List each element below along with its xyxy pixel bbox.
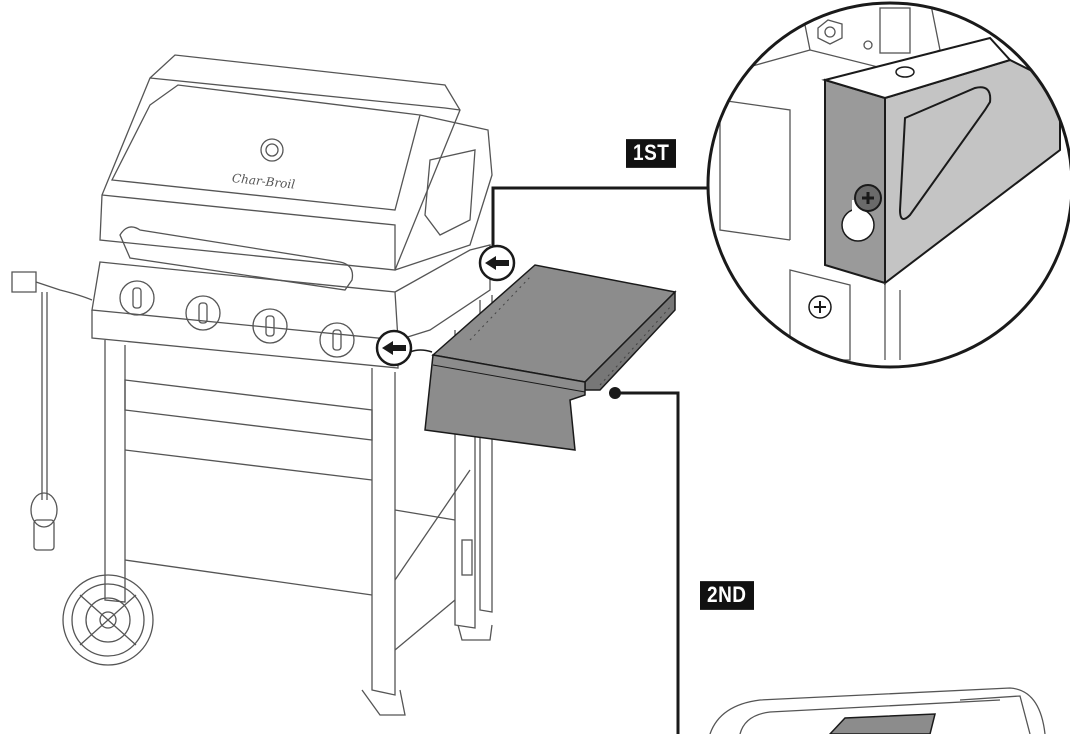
grill: Char-Broil (11, 54, 493, 716)
step-label-second: 2ND (700, 581, 754, 610)
nut-icon (817, 19, 843, 45)
leader-lines (491, 186, 708, 734)
wheel (62, 574, 154, 666)
side-shelf (424, 264, 677, 451)
thermometer-icon (260, 138, 284, 162)
arrow-left-icon (382, 341, 406, 355)
grill-lid: Char-Broil (99, 54, 493, 291)
arrow-left-icon (485, 256, 509, 270)
knob-icon (185, 295, 221, 331)
cart (104, 295, 493, 716)
detail-view-first (706, 1, 1070, 369)
knob-icon (252, 308, 288, 344)
phillips-screw-icon (808, 295, 832, 319)
svg-text:Char-Broil: Char-Broil (231, 171, 296, 192)
detail-view-second (709, 687, 1046, 734)
arrow-callout-second (375, 329, 433, 367)
lid-handle (119, 226, 354, 291)
brand-logo: Char-Broil (231, 171, 296, 192)
arrow-callout-first (478, 244, 516, 282)
phillips-screw-icon (854, 184, 882, 212)
gas-regulator (11, 271, 93, 551)
knob-icon (119, 280, 155, 316)
knob-icon (319, 322, 355, 358)
step-label-first: 1ST (626, 139, 677, 168)
